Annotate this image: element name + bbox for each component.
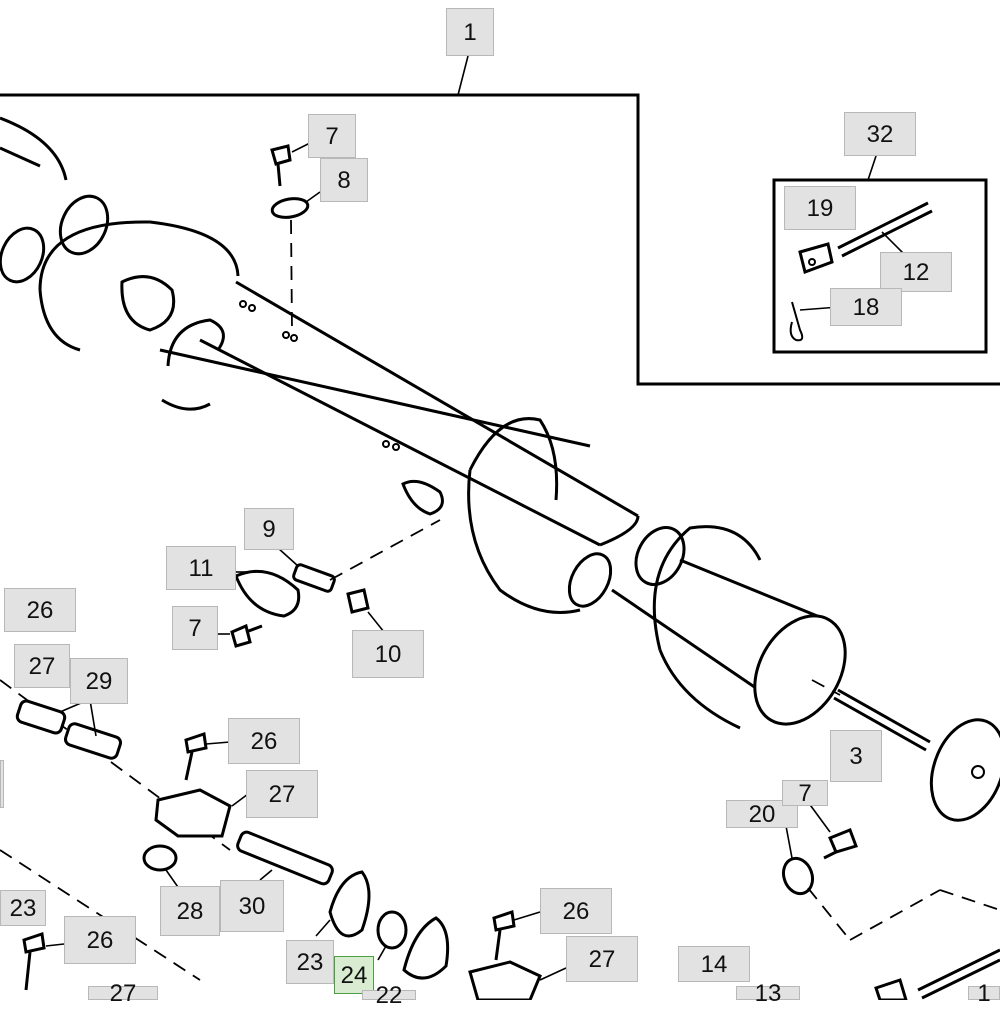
callout-3[interactable]: 3 (830, 730, 882, 782)
callout-27d[interactable]: 27 (88, 982, 158, 1006)
callout-11[interactable]: 11 (166, 546, 236, 590)
callout-27b[interactable]: 27 (246, 770, 318, 818)
callout-18[interactable]: 18 (830, 288, 902, 326)
bolt-washer-top (270, 141, 321, 331)
callout-27a[interactable]: 27 (14, 644, 70, 688)
callout-24[interactable]: 24 (334, 956, 374, 994)
callout-1b[interactable]: 1 (968, 982, 1000, 1006)
callout-26c[interactable]: 26 (540, 888, 612, 934)
auger-right-section (611, 525, 847, 730)
callout-10[interactable]: 10 (352, 630, 424, 678)
callout-19[interactable]: 19 (784, 186, 856, 230)
callout-26a[interactable]: 26 (4, 588, 76, 632)
right-lower-group (781, 801, 1000, 1000)
callout-26d[interactable]: 26 (64, 916, 136, 964)
callout-20[interactable]: 20 (726, 800, 798, 828)
callout-8[interactable]: 8 (320, 158, 368, 202)
callout-30[interactable]: 30 (220, 880, 284, 932)
callout-edge-left (0, 760, 4, 808)
auger-tube (38, 220, 640, 614)
callout-7c[interactable]: 7 (782, 780, 828, 807)
plate-group (216, 519, 441, 648)
kit-box (772, 155, 988, 354)
callout-26b[interactable]: 26 (228, 718, 300, 764)
left-drive-train (0, 679, 567, 1000)
callout-7[interactable]: 7 (308, 114, 356, 158)
callout-29[interactable]: 29 (70, 658, 128, 704)
callout-13[interactable]: 13 (736, 982, 800, 1006)
callout-9[interactable]: 9 (244, 508, 294, 550)
callout-22[interactable]: 22 (362, 984, 416, 1008)
callout-12[interactable]: 12 (880, 252, 952, 292)
callout-1[interactable]: 1 (446, 8, 494, 56)
assembly-bracket (0, 55, 1000, 386)
auger-left-end (0, 116, 110, 284)
callout-27c[interactable]: 27 (566, 936, 638, 982)
callout-14[interactable]: 14 (678, 946, 750, 982)
callout-32[interactable]: 32 (844, 112, 916, 156)
callout-23a[interactable]: 23 (286, 940, 334, 984)
callout-23b[interactable]: 23 (0, 890, 46, 926)
callout-28[interactable]: 28 (160, 886, 220, 936)
callout-7b[interactable]: 7 (172, 606, 218, 650)
